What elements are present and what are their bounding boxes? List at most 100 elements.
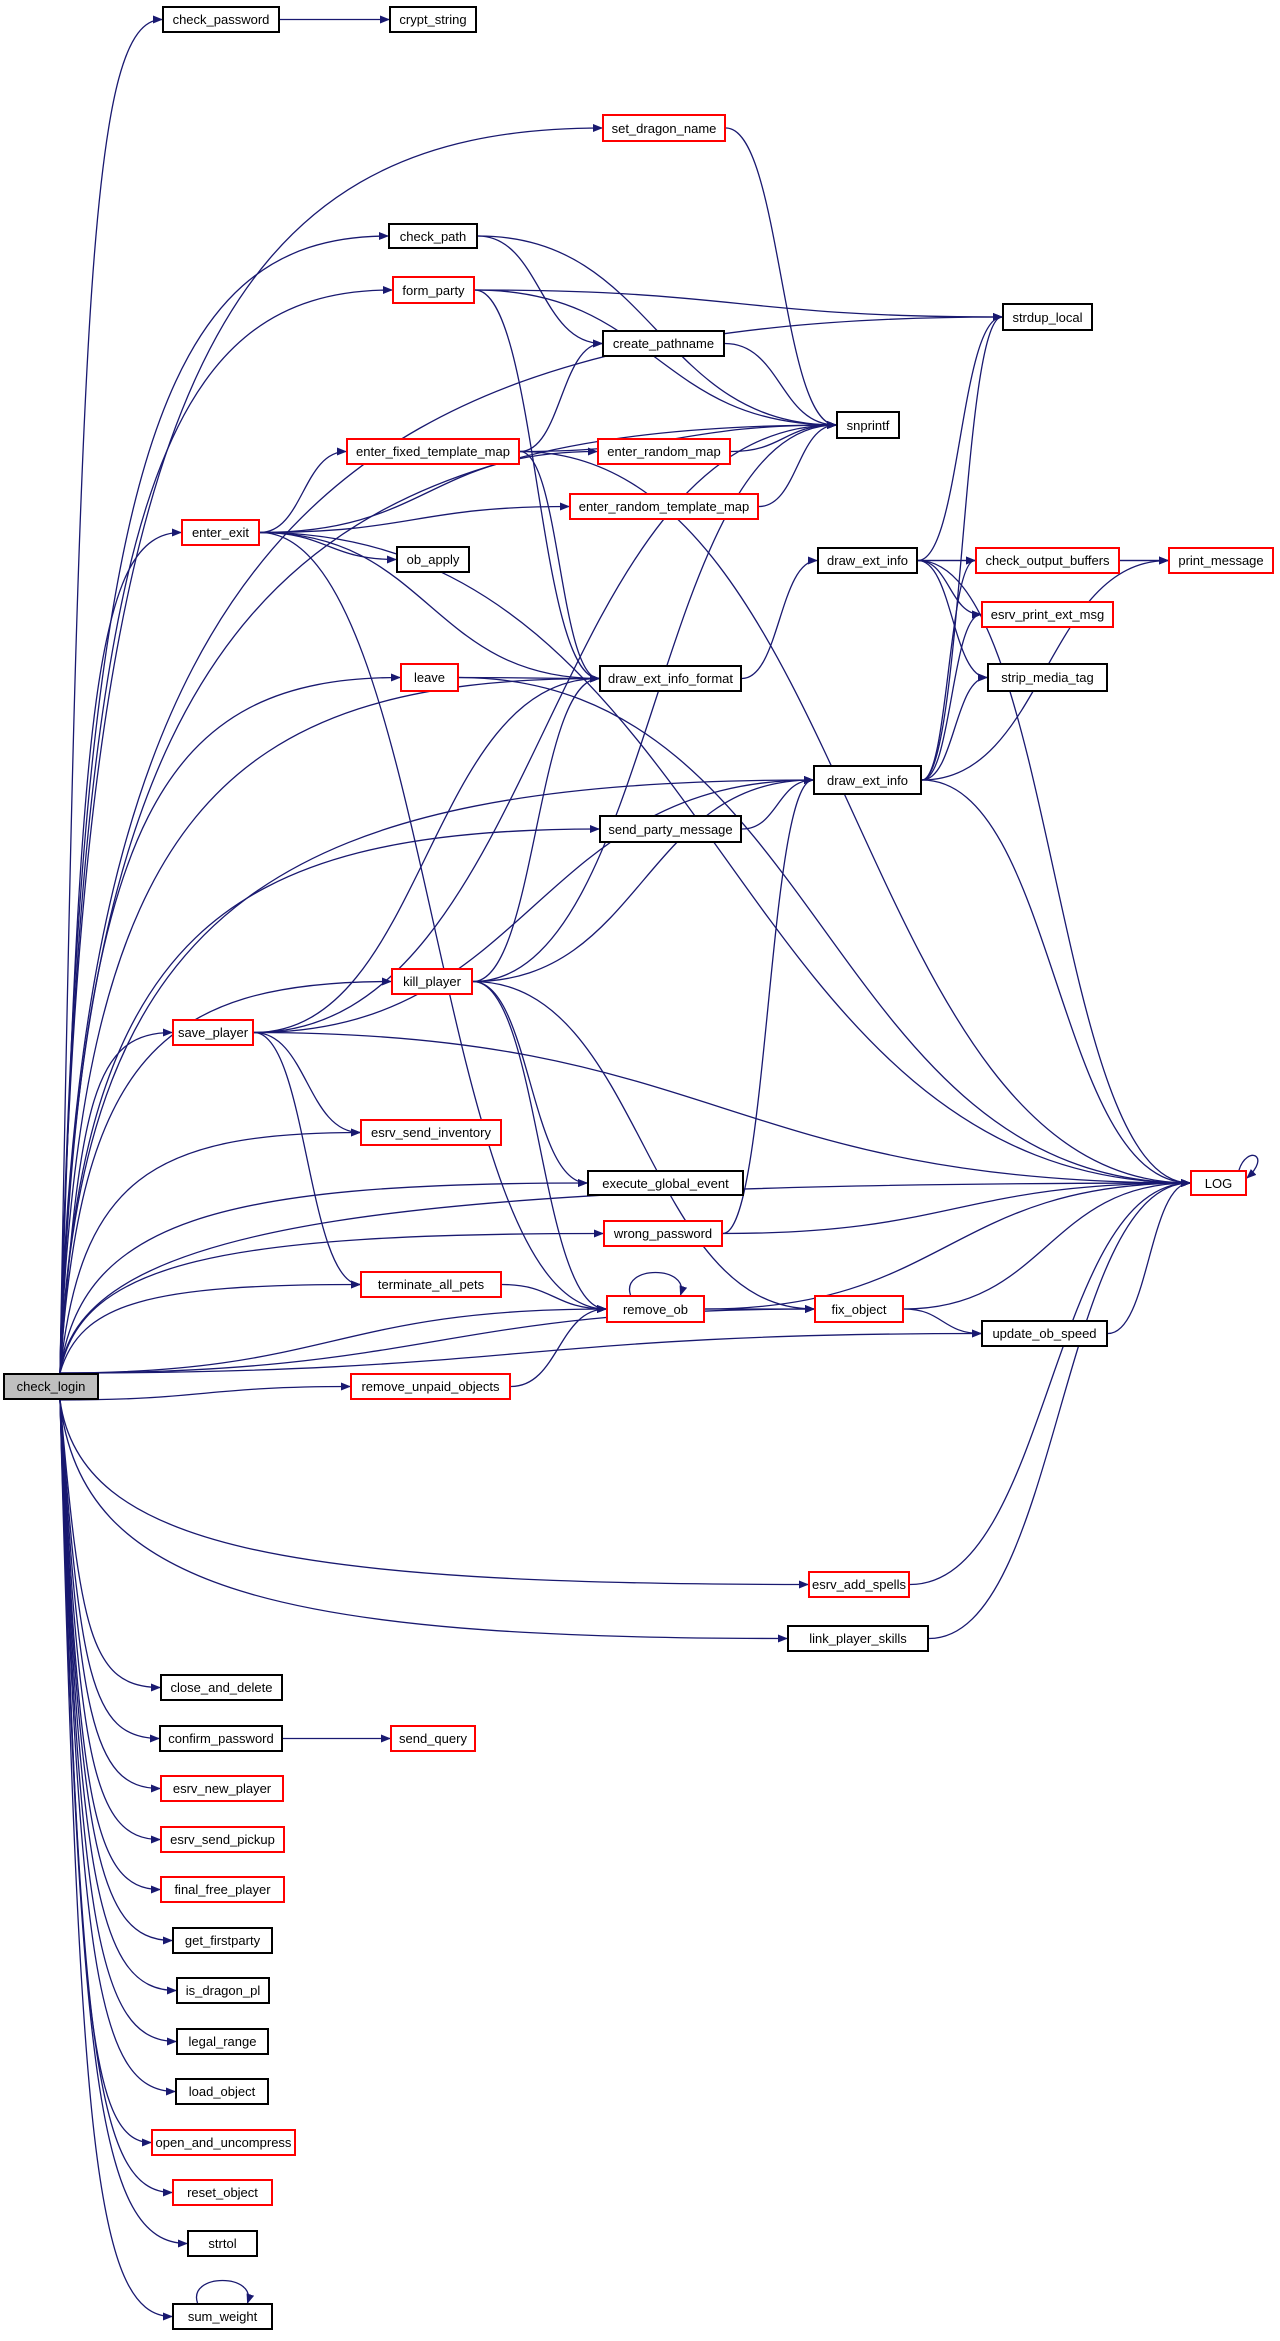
- edge-check_login-to-strtol: [59, 1399, 188, 2248]
- edge-update_ob_speed-to-LOG: [1107, 1179, 1191, 1335]
- edge-draw_ext_info_b-to-strip_media_tag: [921, 673, 988, 781]
- edge-save_player-to-draw_ext_info_format: [253, 674, 600, 1034]
- edge-draw_ext_info_b-to-check_output_buffers: [921, 556, 976, 781]
- edge-wrong_password-to-draw_ext_info_b: [722, 776, 814, 1235]
- node-send-query[interactable]: send_query: [390, 1725, 476, 1752]
- node-esrv-new-player[interactable]: esrv_new_player: [160, 1775, 284, 1802]
- node-wrong-password[interactable]: wrong_password: [603, 1220, 723, 1247]
- node-final-free-player[interactable]: final_free_player: [160, 1876, 285, 1903]
- edge-check_login-to-legal_range: [59, 1399, 177, 2046]
- node-enter-fixed-template-map[interactable]: enter_fixed_template_map: [346, 438, 520, 465]
- node-set-dragon-name[interactable]: set_dragon_name: [602, 114, 726, 142]
- edge-kill_player-to-draw_ext_info_b: [472, 776, 814, 983]
- node-draw-ext-info-a[interactable]: draw_ext_info: [817, 547, 918, 574]
- node-esrv-send-pickup[interactable]: esrv_send_pickup: [160, 1826, 285, 1853]
- node-load-object[interactable]: load_object: [175, 2078, 269, 2105]
- node-enter-random-template-map[interactable]: enter_random_template_map: [569, 493, 759, 520]
- edge-link_player_skills-to-LOG: [928, 1179, 1191, 1640]
- node-check-path[interactable]: check_path: [388, 223, 478, 249]
- edge-check_login-to-get_firstparty: [59, 1399, 173, 1945]
- edge-remove_ob-to-remove_ob: [628, 1271, 688, 1296]
- node-print-message[interactable]: print_message: [1168, 547, 1274, 574]
- node-reset-object[interactable]: reset_object: [172, 2179, 273, 2206]
- node-draw-ext-info-b[interactable]: draw_ext_info: [813, 765, 922, 795]
- edge-kill_player-to-snprintf: [472, 421, 837, 983]
- node-ob-apply[interactable]: ob_apply: [396, 546, 470, 573]
- edge-enter_exit-to-enter_random_map: [259, 447, 598, 534]
- node-terminate-all-pets[interactable]: terminate_all_pets: [360, 1271, 502, 1298]
- node-remove-unpaid-objects[interactable]: remove_unpaid_objects: [350, 1373, 511, 1400]
- node-remove-ob[interactable]: remove_ob: [606, 1295, 705, 1323]
- node-check-password[interactable]: check_password: [162, 6, 280, 33]
- node-create-pathname[interactable]: create_pathname: [602, 330, 725, 357]
- edge-check_login-to-terminate_all_pets: [59, 1280, 361, 1374]
- edge-create_pathname-to-snprintf: [724, 342, 837, 429]
- node-save-player[interactable]: save_player: [172, 1019, 254, 1046]
- node-is-dragon-pl[interactable]: is_dragon_pl: [176, 1977, 270, 2004]
- edge-check_login-to-leave: [59, 673, 401, 1374]
- node-strip-media-tag[interactable]: strip_media_tag: [987, 663, 1108, 692]
- edge-form_party-to-snprintf: [474, 289, 837, 429]
- edge-wrong_password-to-LOG: [722, 1179, 1191, 1235]
- edge-check_login-to-enter_exit: [59, 528, 182, 1374]
- node-open-and-uncompress[interactable]: open_and_uncompress: [151, 2129, 296, 2156]
- node-enter-random-map[interactable]: enter_random_map: [597, 438, 731, 465]
- edge-save_player-to-LOG: [253, 1031, 1191, 1187]
- edge-enter_fixed_template_map-to-create_pathname: [519, 339, 603, 453]
- edge-draw_ext_info_b-to-esrv_print_ext_msg: [921, 610, 982, 781]
- node-strdup-local[interactable]: strdup_local: [1002, 303, 1093, 331]
- edge-kill_player-to-remove_ob: [472, 980, 607, 1313]
- node-leave[interactable]: leave: [400, 663, 459, 692]
- node-check-output-buffers[interactable]: check_output_buffers: [975, 547, 1120, 574]
- edge-save_player-to-esrv_send_inventory: [253, 1031, 361, 1137]
- edge-draw_ext_info_a-to-strip_media_tag: [917, 559, 988, 682]
- node-esrv-add-spells[interactable]: esrv_add_spells: [808, 1571, 910, 1598]
- node-check-login[interactable]: check_login: [3, 1373, 99, 1400]
- edge-check_login-to-check_path: [59, 232, 389, 1374]
- node-get-firstparty[interactable]: get_firstparty: [172, 1927, 273, 1954]
- edge-draw_ext_info_format-to-draw_ext_info_a: [741, 556, 818, 680]
- node-form-party[interactable]: form_party: [392, 276, 475, 304]
- node-LOG[interactable]: LOG: [1190, 1170, 1247, 1196]
- edge-check_login-to-esrv_add_spells: [59, 1399, 809, 1589]
- node-send-party-message[interactable]: send_party_message: [599, 815, 742, 843]
- edge-form_party-to-strdup_local: [474, 289, 1003, 321]
- edge-draw_ext_info_a-to-LOG: [917, 559, 1191, 1187]
- edge-check_login-to-update_ob_speed: [59, 1329, 982, 1374]
- edge-check_login-to-remove_unpaid_objects: [59, 1382, 351, 1401]
- edge-remove_unpaid_objects-to-remove_ob: [510, 1305, 607, 1388]
- node-kill-player[interactable]: kill_player: [391, 968, 473, 995]
- node-esrv-print-ext-msg[interactable]: esrv_print_ext_msg: [981, 601, 1114, 628]
- edge-remove_ob-to-LOG: [704, 1179, 1191, 1310]
- edge-check_login-to-esrv_send_inventory: [59, 1128, 361, 1374]
- node-draw-ext-info-format[interactable]: draw_ext_info_format: [599, 665, 742, 692]
- edge-send_party_message-to-draw_ext_info_b: [741, 776, 814, 830]
- edge-LOG-to-LOG: [1238, 1154, 1259, 1179]
- edge-check_path-to-create_pathname: [477, 235, 603, 348]
- node-strtol[interactable]: strtol: [187, 2230, 258, 2257]
- edge-check_login-to-set_dragon_name: [59, 124, 603, 1374]
- node-legal-range[interactable]: legal_range: [176, 2028, 269, 2055]
- node-update-ob-speed[interactable]: update_ob_speed: [981, 1320, 1108, 1347]
- edge-form_party-to-draw_ext_info_format: [474, 289, 600, 683]
- edge-draw_ext_info_a-to-esrv_print_ext_msg: [917, 559, 982, 619]
- node-esrv-send-inventory[interactable]: esrv_send_inventory: [360, 1119, 502, 1146]
- node-crypt-string[interactable]: crypt_string: [389, 6, 477, 33]
- node-confirm-password[interactable]: confirm_password: [159, 1725, 283, 1752]
- node-fix-object[interactable]: fix_object: [814, 1295, 904, 1323]
- edge-enter_exit-to-remove_ob: [259, 531, 607, 1313]
- edge-kill_player-to-fix_object: [472, 980, 815, 1313]
- edge-check_login-to-kill_player: [59, 977, 392, 1374]
- node-execute-global-event[interactable]: execute_global_event: [587, 1170, 744, 1196]
- edge-save_player-to-terminate_all_pets: [253, 1031, 361, 1289]
- node-snprintf[interactable]: snprintf: [836, 411, 900, 439]
- edge-check_login-to-reset_object: [59, 1399, 173, 2197]
- node-enter-exit[interactable]: enter_exit: [181, 519, 260, 546]
- node-close-and-delete[interactable]: close_and_delete: [160, 1674, 283, 1701]
- node-link-player-skills[interactable]: link_player_skills: [787, 1625, 929, 1652]
- edge-check_login-to-save_player: [59, 1028, 173, 1374]
- node-sum-weight[interactable]: sum_weight: [172, 2303, 273, 2330]
- edge-save_player-to-draw_ext_info_b: [253, 776, 814, 1034]
